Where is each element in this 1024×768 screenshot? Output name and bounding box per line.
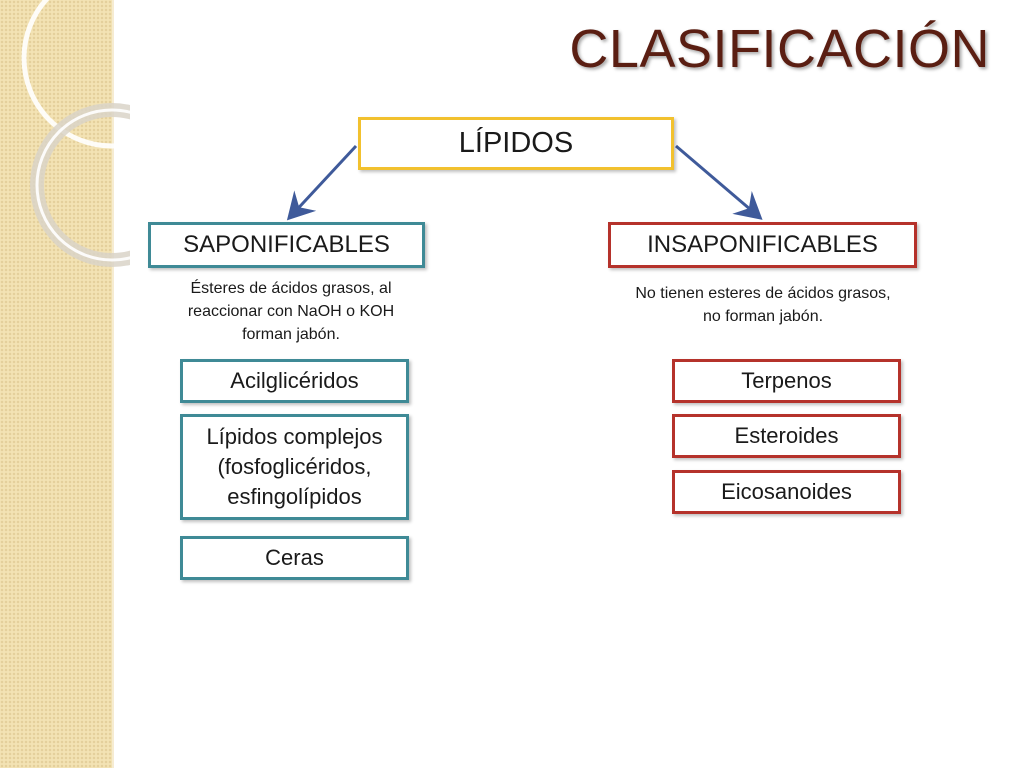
item-node-esteroides: Esteroides	[672, 414, 901, 458]
item-node-acilgliceridos: Acilglicéridos	[180, 359, 409, 403]
item-node-terpenos: Terpenos	[672, 359, 901, 403]
item-label: Lípidos complejos (fosfoglicéridos, esfi…	[206, 424, 383, 509]
item-label: Acilglicéridos	[230, 368, 359, 393]
category-node-insaponificables: INSAPONIFICABLES	[608, 222, 917, 268]
arrow-to-insaponificables	[675, 144, 763, 220]
item-label: Ceras	[265, 545, 324, 570]
item-node-lipidos-complejos: Lípidos complejos (fosfoglicéridos, esfi…	[180, 414, 409, 520]
decorative-circles	[21, 0, 130, 267]
category-node-saponificables: SAPONIFICABLES	[148, 222, 425, 268]
item-node-eicosanoides: Eicosanoides	[672, 470, 901, 514]
root-node-label: LÍPIDOS	[458, 127, 574, 159]
item-node-ceras: Ceras	[180, 536, 409, 580]
root-node-lipidos: LÍPIDOS	[358, 117, 674, 170]
category-label-saponificables: SAPONIFICABLES	[183, 231, 390, 258]
item-label: Esteroides	[734, 423, 839, 448]
item-label: Eicosanoides	[721, 479, 852, 504]
page-title: CLASIFICACIÓN	[569, 19, 990, 79]
arrow-to-saponificables	[286, 144, 358, 221]
item-label: Terpenos	[741, 368, 832, 393]
description-insaponificables: No tienen esteres de ácidos grasos, no f…	[635, 285, 891, 325]
category-label-insaponificables: INSAPONIFICABLES	[647, 231, 878, 258]
description-saponificables: Ésteres de ácidos grasos, al reaccionar …	[187, 280, 395, 343]
